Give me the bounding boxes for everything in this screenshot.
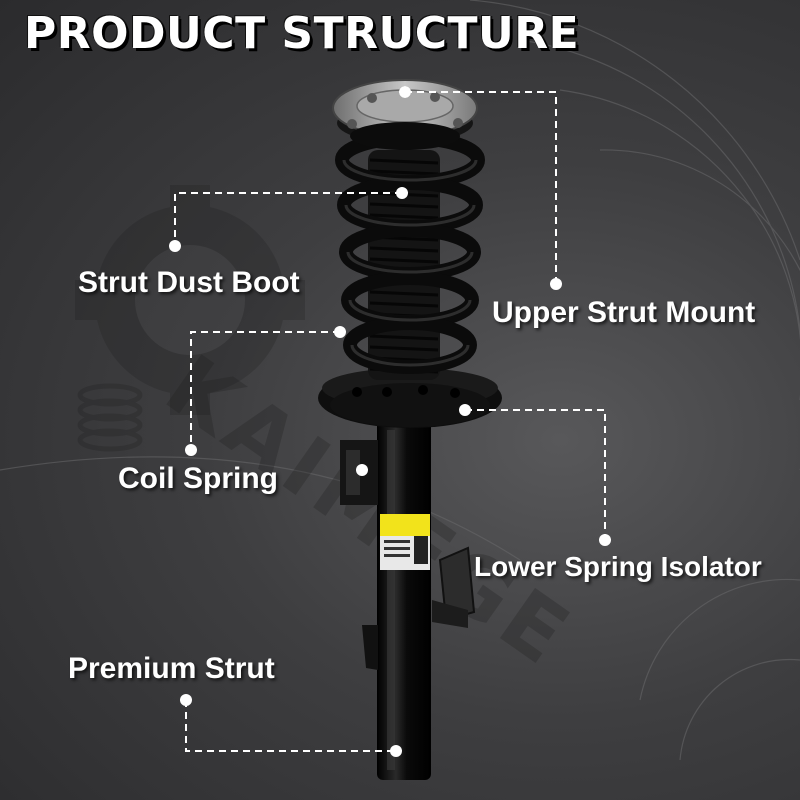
boot-rib — [369, 169, 439, 176]
dot-isolator-label — [599, 534, 611, 546]
boot-rib — [369, 301, 439, 308]
spring-coil-highlight — [346, 251, 474, 274]
dot-isolator-anchor — [459, 404, 471, 416]
label-coil-spring: Coil Spring — [118, 462, 278, 495]
spring-watermark-icon — [77, 383, 143, 452]
callout-dots — [169, 86, 611, 757]
dot-upper-mount-label — [550, 278, 562, 290]
leader-premium-strut — [185, 700, 396, 752]
spring-coil-highlight — [350, 344, 470, 367]
leader-lower-isolator — [465, 409, 606, 540]
dot-dust-boot-anchor — [396, 187, 408, 199]
upper-mount — [332, 79, 478, 150]
label-strut-dust-boot: Strut Dust Boot — [78, 266, 300, 299]
label-premium-strut: Premium Strut — [68, 652, 275, 685]
dot-coil-spring-label — [185, 444, 197, 456]
coil-spring-highlight — [342, 159, 478, 367]
label-lower-spring-isolator: Lower Spring Isolator — [474, 551, 762, 582]
spring-coil-highlight — [344, 204, 476, 227]
dot-upper-mount-anchor — [399, 86, 411, 98]
gear-watermark-icon — [75, 185, 305, 415]
boot-rib — [369, 334, 439, 341]
spring-coil-highlight — [348, 299, 472, 322]
leader-upper-mount — [405, 91, 557, 284]
lower-spring-seat — [318, 368, 502, 428]
spring-coil — [343, 316, 477, 374]
boot-rib — [369, 257, 439, 264]
boot-rib — [369, 246, 439, 253]
boot-rib — [369, 290, 439, 297]
strut-body — [340, 420, 476, 780]
boot-rib — [369, 345, 439, 352]
boot-rib — [369, 202, 439, 209]
product-sticker — [380, 514, 430, 570]
dot-strut-bracket — [356, 464, 368, 476]
leader-dust-boot — [174, 192, 402, 246]
callout-leaders — [174, 91, 606, 752]
boot-rib — [369, 158, 439, 165]
dot-strut-anchor — [390, 745, 402, 757]
coil-spring — [335, 131, 485, 374]
dot-dust-boot-label — [169, 240, 181, 252]
dot-strut-label — [180, 694, 192, 706]
page-title: PRODUCT STRUCTURE — [24, 8, 580, 59]
dot-coil-spring-anchor — [334, 326, 346, 338]
leader-coil-spring — [190, 331, 340, 450]
boot-rib — [369, 213, 439, 220]
label-upper-strut-mount: Upper Strut Mount — [492, 296, 756, 329]
spring-coil-highlight — [342, 159, 478, 182]
